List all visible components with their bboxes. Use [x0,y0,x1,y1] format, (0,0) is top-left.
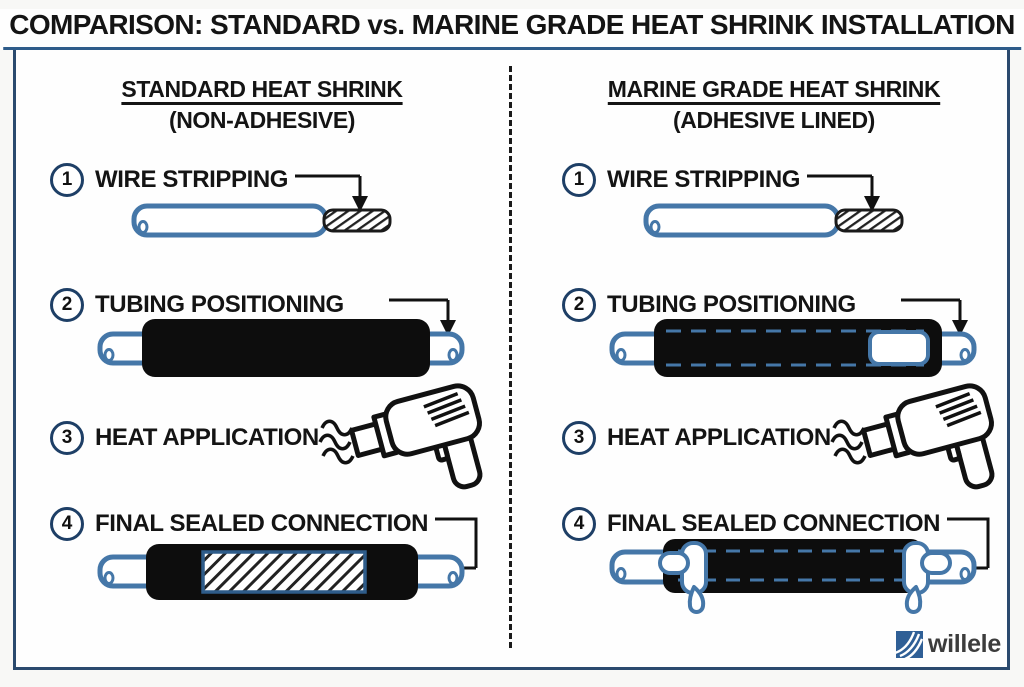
shrunk-tube-hatched-splice-illustration [96,539,466,605]
connector-arrow-icon [294,166,378,214]
column-title: MARINE GRADE HEAT SHRINK [607,76,941,102]
connector-arrow-icon [806,166,890,214]
connector-arrow-icon [388,290,472,338]
step-row-heat-application: 3 HEAT APPLICATION [50,421,319,455]
step-label: HEAT APPLICATION [607,424,831,451]
adhesive-lined-tube-on-wire-illustration [608,317,978,379]
page-title: COMPARISON: STANDARD vs. MARINE GRADE HE… [0,9,1024,50]
page-title-text: COMPARISON: STANDARD vs. MARINE GRADE HE… [3,9,1021,50]
brand-logo-icon [896,631,923,658]
step-number-badge: 4 [562,507,596,541]
step-row-wire-stripping: 1 WIRE STRIPPING [562,163,800,197]
step-number-badge: 3 [50,421,84,455]
column-divider-dashed-line [509,66,512,648]
step-label: HEAT APPLICATION [95,424,319,451]
step-number-badge: 4 [50,507,84,541]
column-header-marine: MARINE GRADE HEAT SHRINK (ADHESIVE LINED… [564,76,984,134]
plain-tube-on-wire-illustration [96,317,466,379]
step-row-final-sealed-connection: 4 FINAL SEALED CONNECTION [50,507,428,541]
heat-gun-icon [830,382,1000,508]
step-row-tubing-positioning: 2 TUBING POSITIONING [50,288,344,322]
step-label: TUBING POSITIONING [95,291,344,318]
step-row-heat-application: 3 HEAT APPLICATION [562,421,831,455]
step-row-wire-stripping: 1 WIRE STRIPPING [50,163,288,197]
step-row-final-sealed-connection: 4 FINAL SEALED CONNECTION [562,507,940,541]
connector-arrow-icon [900,290,984,338]
step-label: WIRE STRIPPING [607,166,801,193]
step-number-badge: 1 [562,163,596,197]
brand-logo-text: willele [928,630,1001,658]
shrunk-tube-adhesive-squeeze-out-illustration [608,535,978,619]
stripped-wire-illustration [642,200,910,240]
step-label: TUBING POSITIONING [607,291,856,318]
heat-gun-icon [318,382,488,508]
step-row-tubing-positioning: 2 TUBING POSITIONING [562,288,856,322]
step-label: FINAL SEALED CONNECTION [607,510,941,537]
column-header-standard: STANDARD HEAT SHRINK (NON-ADHESIVE) [52,76,472,134]
column-subtitle: (ADHESIVE LINED) [673,107,875,133]
step-number-badge: 2 [562,288,596,322]
brand-logo: willele [896,630,1001,659]
step-label: WIRE STRIPPING [95,166,289,193]
column-title: STANDARD HEAT SHRINK [121,76,403,102]
step-label: FINAL SEALED CONNECTION [95,510,429,537]
step-number-badge: 1 [50,163,84,197]
step-number-badge: 2 [50,288,84,322]
column-subtitle: (NON-ADHESIVE) [168,107,356,133]
step-number-badge: 3 [562,421,596,455]
stripped-wire-illustration [130,200,398,240]
